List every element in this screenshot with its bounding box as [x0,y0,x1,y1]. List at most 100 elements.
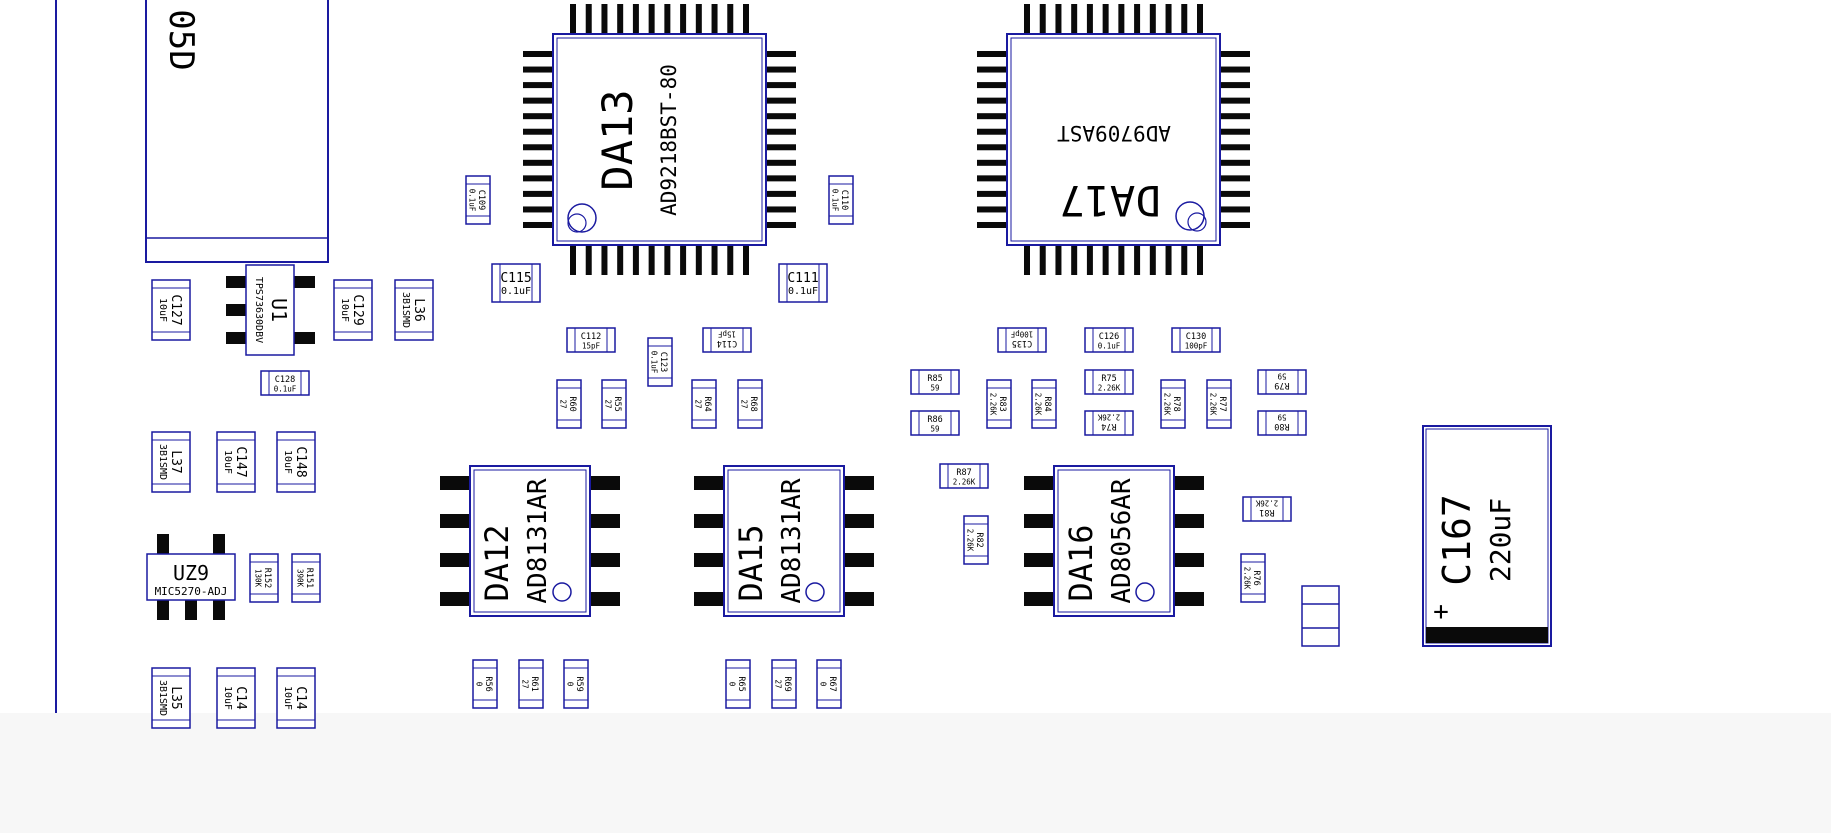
passive-ref: L37 [168,450,183,473]
passive-ref: R79 [1274,380,1289,390]
passive-ref: C127 [168,294,183,325]
soic-da15[interactable]: DA15 AD8131AR [694,465,874,617]
passive-value: 2.26K [1163,393,1172,416]
soic-da16-pins [1024,476,1204,606]
passive-ref: R67 [827,676,837,691]
soic-da12[interactable]: DA12 AD8131AR [440,465,620,617]
passive-ref: C115 [500,271,531,286]
passive-value: 0 [819,682,828,687]
passive-value: 3B1SMD [157,680,168,716]
passive-ref: R76 [1251,570,1261,585]
passive-ref: R151 [304,568,314,588]
canvas-bottom-strip [0,713,1831,833]
passive-value: 15pF [717,330,736,339]
qfp-da17[interactable]: DA17 AD9709AST [977,4,1250,275]
electrolytic-c167-value: 220uF [1484,498,1517,582]
module-05d[interactable]: 05D [145,0,329,263]
passive-ref: C128 [275,375,295,385]
passive-value: 27 [740,399,749,408]
soic-da12-ref: DA12 [478,524,516,601]
passive-value: 59 [930,425,939,434]
passive-value: 10uF [222,686,233,710]
passive-ref: L35 [168,686,183,709]
passive-ref: R74 [1101,421,1116,431]
electrolytic-c167-polarity: + [1433,597,1449,627]
qfp-da17-ref: DA17 [1059,176,1160,225]
unlabeled-component[interactable] [1301,585,1340,647]
soic-da15-part: AD8131AR [777,478,807,604]
regulator-uz9[interactable]: UZ9 MIC5270-ADJ [146,534,236,620]
passive-value: 3B1SMD [400,292,411,328]
passive-ref: C126 [1099,332,1119,342]
passive-value: 0.1uF [788,286,818,297]
passive-ref: R152 [262,568,272,588]
regulator-u1[interactable]: U1 TPS73630DBV [226,264,315,356]
passive-ref: R84 [1042,396,1052,411]
passive-ref: C110 [839,190,849,210]
passive-value: 0 [728,682,737,687]
passive-ref: R64 [702,396,712,411]
electrolytic-c167[interactable]: + C167 220uF [1422,425,1552,647]
passive-ref: R61 [529,676,539,691]
passive-ref: R80 [1274,421,1289,431]
soic-da12-pins [440,476,620,606]
passive-ref: R60 [567,396,577,411]
passive-ref: C135 [1012,338,1032,348]
passive-value: 0 [475,682,484,687]
passive-ref: C130 [1186,332,1206,342]
passive-value: 0 [566,682,575,687]
passive-value: 0.1uF [1098,342,1121,351]
qfp-da13[interactable]: DA13 AD9218BST-80 [523,4,796,275]
passive-value: 2.26K [1034,393,1043,416]
soic-da16[interactable]: DA16 AD8056AR [1024,465,1204,617]
passive-value: 2.26K [953,478,976,487]
